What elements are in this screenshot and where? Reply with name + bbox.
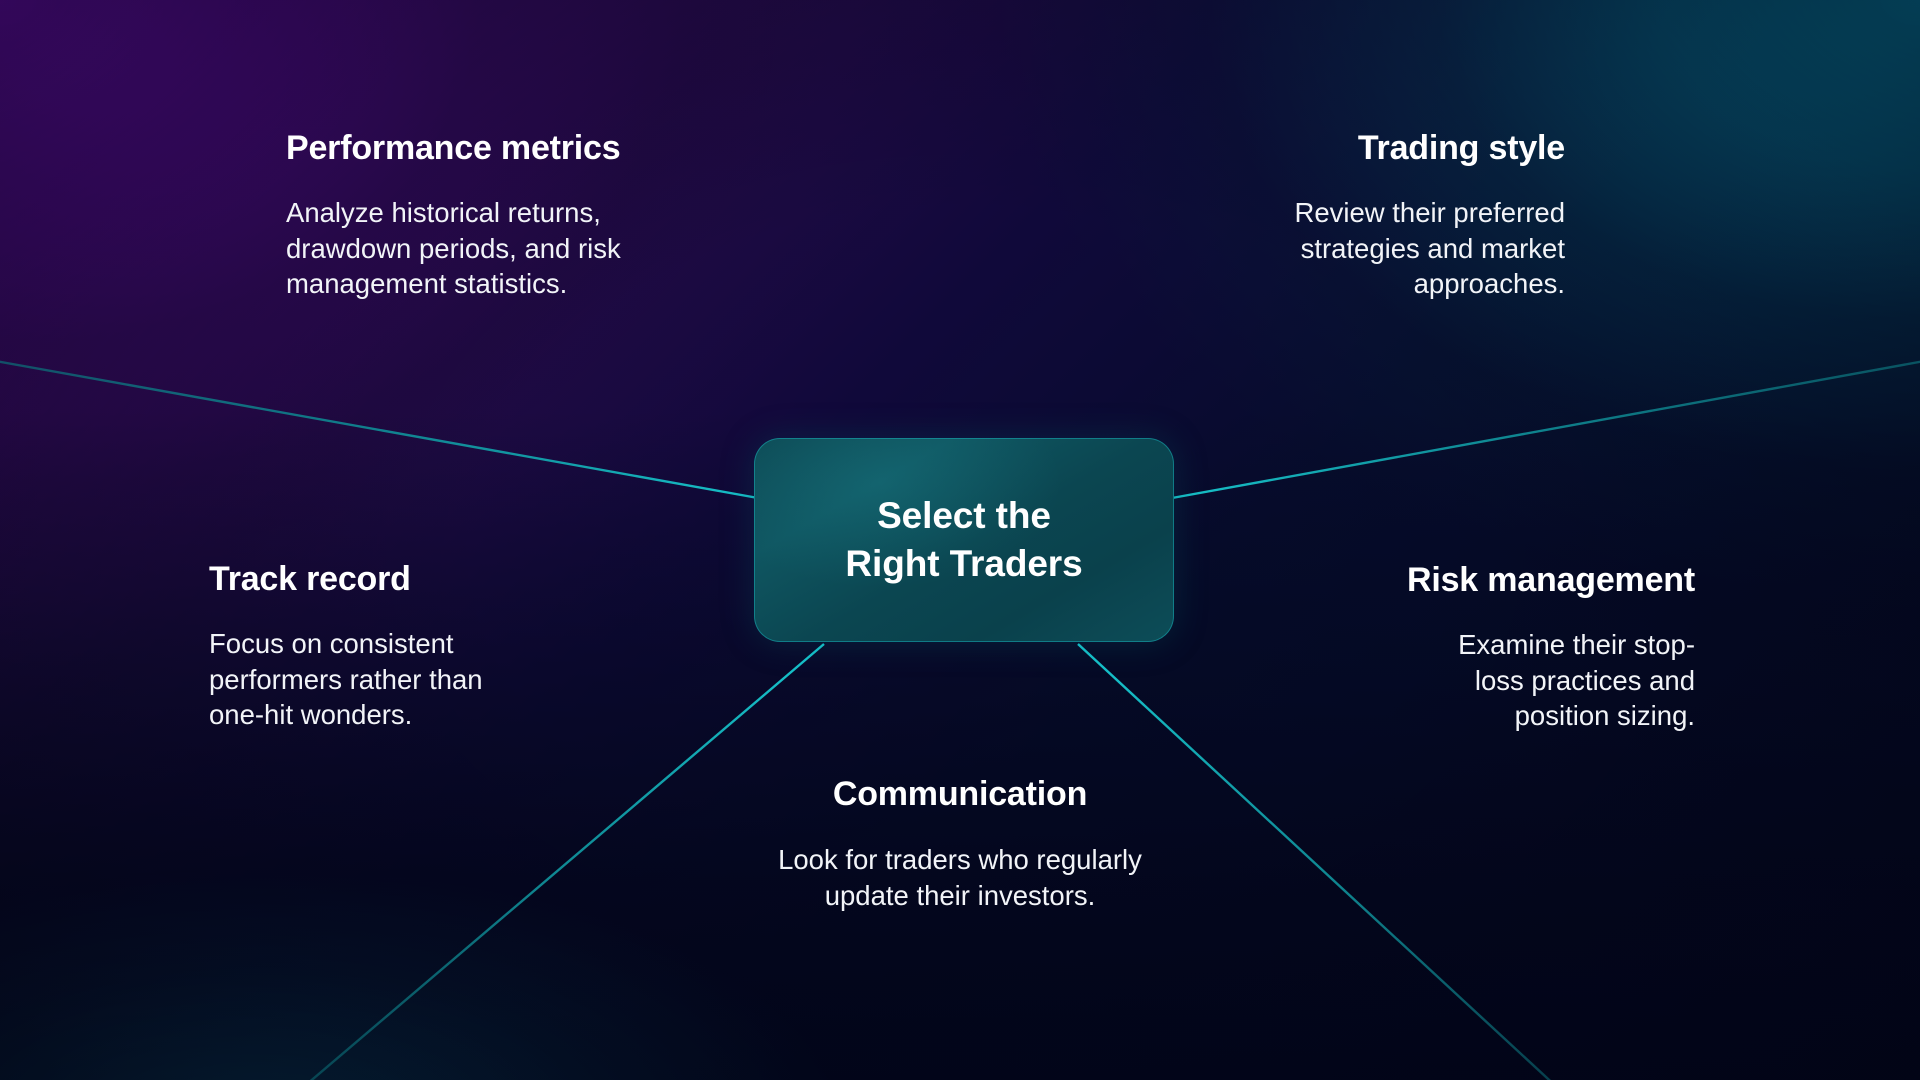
connector-line-lower-right (1077, 643, 1551, 1080)
connector-line-upper-left (0, 360, 759, 500)
branch-trading-style[interactable]: Trading style Review their preferred str… (1075, 129, 1565, 301)
branch-track-record[interactable]: Track record Focus on consistent perform… (209, 560, 639, 732)
branch-risk-management[interactable]: Risk management Examine their stop- loss… (1240, 561, 1695, 733)
branch-body-communication: Look for traders who regularly update th… (778, 844, 1142, 911)
branch-title-performance-metrics: Performance metrics (286, 129, 621, 167)
branch-body-performance-metrics: Analyze historical returns, drawdown per… (286, 197, 621, 299)
branch-performance-metrics[interactable]: Performance metrics Analyze historical r… (286, 129, 816, 301)
center-node[interactable]: Select the Right Traders (754, 438, 1174, 642)
center-node-label: Select the Right Traders (845, 494, 1083, 584)
branch-body-risk-management: Examine their stop- loss practices and p… (1458, 629, 1695, 731)
branch-body-trading-style: Review their preferred strategies and ma… (1294, 197, 1565, 299)
branch-title-track-record: Track record (209, 560, 411, 598)
branch-title-trading-style: Trading style (1357, 129, 1565, 167)
branch-title-communication: Communication (832, 775, 1088, 813)
connector-line-lower-left (309, 643, 825, 1080)
branch-title-risk-management: Risk management (1407, 561, 1695, 599)
branch-body-track-record: Focus on consistent performers rather th… (209, 628, 483, 730)
connector-line-upper-right (1171, 360, 1920, 500)
branch-communication[interactable]: Communication Look for traders who regul… (630, 775, 1290, 913)
